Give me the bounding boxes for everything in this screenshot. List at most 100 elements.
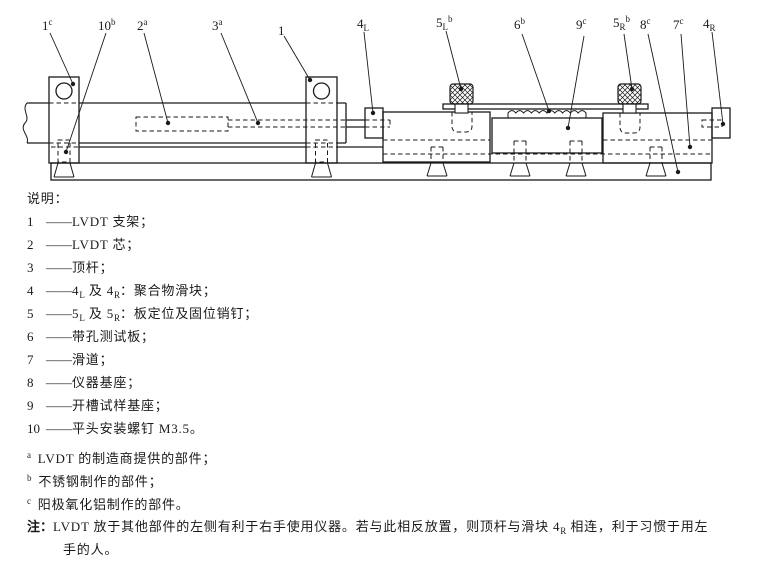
legend-item-7: 7 ——滑道；	[27, 353, 113, 367]
item-dash: ——	[46, 260, 72, 275]
footnote-text: 不锈钢制作的部件；	[38, 474, 163, 489]
item-text: 及 5	[84, 306, 115, 321]
callout-5Lb: 5Lb	[436, 14, 453, 32]
slide-rail	[51, 139, 712, 155]
legend-item-1: 1 ——LVDT 支架；	[27, 215, 154, 229]
footnote-marker: a	[27, 450, 32, 460]
slider-right	[602, 107, 731, 164]
legend-item-10: 10 ——平头安装螺钉 M3.5。	[27, 422, 204, 436]
serrated-specimen	[507, 110, 587, 119]
item-text: 顶杆；	[72, 260, 114, 275]
item-text: LVDT 芯；	[72, 237, 141, 252]
item-number: 1	[27, 214, 34, 229]
test-plate	[442, 103, 649, 110]
legend-item-5: 5——5L 及 5R：板定位及固位销钉；	[27, 307, 258, 325]
footnote-c: c 阳极氧化铝制作的部件。	[27, 494, 190, 512]
item-number: 10	[27, 421, 40, 436]
legend-item-9: 9 ——开槽试样基座；	[27, 399, 169, 413]
pin-left	[449, 83, 474, 114]
callout-2a: 2a	[137, 17, 148, 33]
callout-7c: 7c	[673, 16, 684, 32]
bracket-hole	[55, 82, 73, 100]
item-number: 5	[27, 306, 34, 321]
break-line	[22, 102, 29, 144]
item-text: 及 4	[84, 283, 115, 298]
legend-item-3: 3 ——顶杆；	[27, 261, 113, 275]
legend-item-2: 2——LVDT 芯；	[27, 238, 140, 252]
legend-item-8: 8 ——仪器基座；	[27, 376, 141, 390]
item-number: 6	[27, 329, 34, 344]
instrument-base	[50, 162, 712, 181]
item-dash: ——	[46, 421, 72, 436]
item-dash: ——	[46, 329, 72, 344]
item-text: LVDT 支架；	[72, 214, 154, 229]
pin-right	[617, 83, 642, 114]
callout-9c: 9c	[576, 16, 587, 32]
note-label: 注：	[27, 519, 54, 534]
callout-6b: 6b	[514, 16, 525, 32]
item-number: 4	[27, 283, 34, 298]
note-sub: R	[560, 526, 567, 536]
note-text: 手的人。	[63, 542, 119, 557]
note-text: LVDT 放于其他部件的左侧有利于右手使用仪器。若与此相反放置，则顶杆与滑块 4	[53, 519, 561, 534]
note-line-1: 注：LVDT 放于其他部件的左侧有利于右手使用仪器。若与此相反放置，则顶杆与滑块…	[27, 520, 708, 538]
item-text: 带孔测试板；	[72, 329, 155, 344]
callout-10b: 10b	[98, 17, 116, 33]
item-dash: ——	[46, 352, 72, 367]
item-number: 3	[27, 260, 34, 275]
item-sub: L	[79, 313, 85, 323]
lvdt-core	[135, 116, 229, 132]
item-dash: ——	[46, 283, 72, 298]
legend-item-4: 4——4L 及 4R：聚合物滑块；	[27, 284, 217, 302]
callout-1c: 1c	[42, 17, 53, 33]
item-text: ：聚合物滑块；	[120, 283, 217, 298]
item-dash: ——	[46, 214, 72, 229]
item-text: ：板定位及固位销钉；	[120, 306, 259, 321]
item-text: 滑道；	[72, 352, 114, 367]
mounting-feet	[426, 140, 667, 177]
item-dash: ——	[46, 306, 72, 321]
item-text: 5	[72, 306, 80, 321]
footnote-a: a LVDT 的制造商提供的部件；	[27, 448, 216, 466]
note-text: 相连，利于习惯于用左	[566, 519, 709, 534]
item-text: 仪器基座；	[72, 375, 142, 390]
item-sub: L	[79, 290, 85, 300]
bracket-hole	[312, 82, 331, 100]
item-text: 4	[72, 283, 80, 298]
footnote-marker: c	[27, 496, 32, 506]
slider-left	[364, 107, 491, 163]
legend-item-6: 6 ——带孔测试板；	[27, 330, 155, 344]
footnote-b: b 不锈钢制作的部件；	[27, 471, 163, 489]
item-number: 9	[27, 398, 34, 413]
item-sub: R	[114, 313, 121, 323]
pin-hole	[451, 112, 473, 133]
mounting-screw	[57, 139, 71, 163]
lvdt-bracket-right	[305, 76, 338, 178]
lvdt-tube	[22, 102, 347, 144]
footnote-text: 阳极氧化铝制作的部件。	[37, 497, 190, 512]
callout-4L: 4L	[357, 16, 369, 33]
specimen-base	[491, 110, 603, 154]
item-dash: ——	[46, 375, 72, 390]
item-number: 7	[27, 352, 34, 367]
note-line-2: 手的人。	[63, 543, 118, 557]
item-dash: ——	[46, 237, 72, 252]
callout-8c: 8c	[640, 16, 651, 32]
push-rod	[228, 119, 391, 128]
mounting-screw	[315, 139, 328, 163]
item-sub: R	[114, 290, 121, 300]
item-text: 平头安装螺钉 M3.5。	[72, 421, 204, 436]
callout-5Rb: 5Rb	[613, 14, 631, 32]
pin-hole	[619, 113, 641, 134]
technical-drawing	[22, 30, 731, 181]
legend-title: 说明：	[27, 191, 69, 206]
item-dash: ——	[46, 398, 72, 413]
footnote-text: LVDT 的制造商提供的部件；	[37, 451, 217, 466]
footnote-marker: b	[27, 473, 33, 483]
leader-lines	[49, 30, 724, 173]
callout-1: 1	[278, 23, 285, 38]
item-number: 8	[27, 375, 34, 390]
item-text: 开槽试样基座；	[72, 398, 169, 413]
callout-3a: 3a	[212, 17, 223, 33]
